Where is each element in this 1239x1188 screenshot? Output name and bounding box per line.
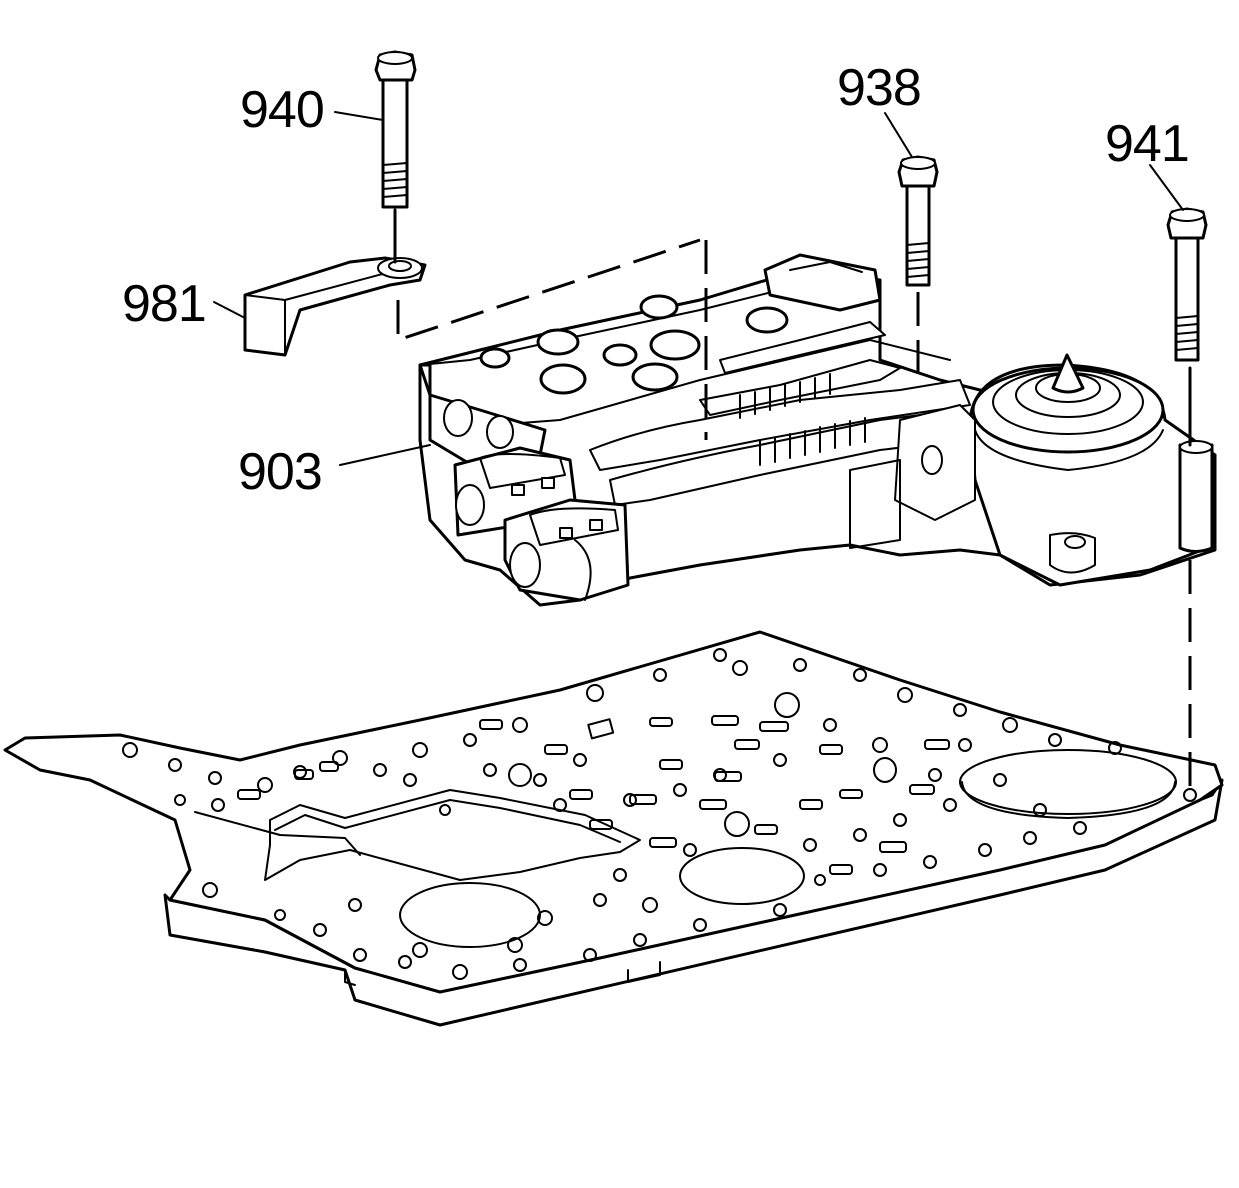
solenoids [453, 446, 630, 602]
bolt-940 [374, 50, 417, 264]
callout-981: 981 [122, 275, 207, 333]
bolt-941 [1166, 207, 1208, 790]
callout-938: 938 [837, 59, 922, 117]
callout-941: 941 [1105, 115, 1190, 173]
callout-903: 903 [238, 443, 323, 501]
check-balls [508, 692, 897, 837]
callout-940: 940 [240, 81, 325, 139]
leader-lines [213, 111, 1184, 466]
plate-holes [122, 648, 1197, 980]
bracket-981 [243, 256, 427, 357]
spool-ridges [739, 373, 866, 466]
plate-slots [237, 715, 950, 875]
spacer-plate [3, 630, 1224, 1027]
valve-bosses [479, 294, 789, 395]
valve-body [418, 253, 1217, 607]
alignment-line-bracket [396, 238, 701, 343]
bolt-938 [897, 155, 939, 372]
accumulator-housing [968, 353, 1217, 587]
